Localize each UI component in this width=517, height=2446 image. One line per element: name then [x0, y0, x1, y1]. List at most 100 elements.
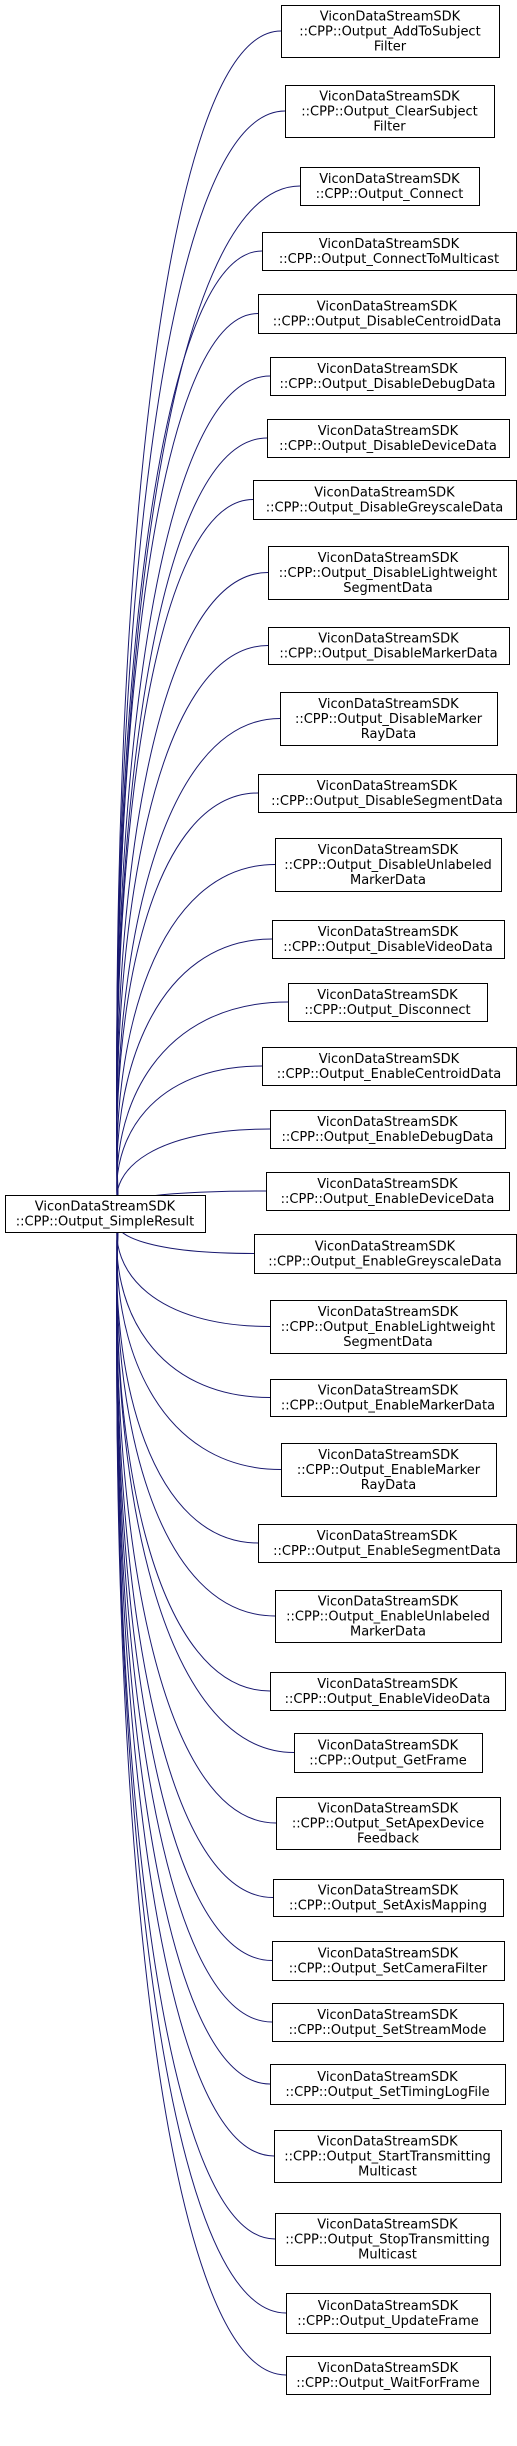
inheritance-edge-enablelightweightsegmentdata [116, 1217, 271, 1327]
inheritance-edge-disconnect [116, 1001, 289, 1210]
class-node-enablegreyscaledata[interactable]: ViconDataStreamSDK::CPP::Output_EnableGr… [254, 1234, 517, 1274]
class-node-disableunlabeledmarkerdata[interactable]: ViconDataStreamSDK::CPP::Output_DisableU… [275, 838, 502, 892]
class-box [262, 232, 517, 271]
class-node-updateframe[interactable]: ViconDataStreamSDK::CPP::Output_UpdateFr… [286, 2293, 491, 2334]
derived-class-nodes: ViconDataStreamSDK::CPP::Output_AddToSub… [253, 5, 517, 2395]
class-node-enablecentroiddata[interactable]: ViconDataStreamSDK::CPP::Output_EnableCe… [262, 1047, 517, 1086]
class-node-enabledebugdata[interactable]: ViconDataStreamSDK::CPP::Output_EnableDe… [270, 1110, 506, 1149]
class-node-settiminglogfile[interactable]: ViconDataStreamSDK::CPP::Output_SetTimin… [270, 2064, 506, 2105]
inheritance-edge-enableunlabeledmarkerdata [116, 1217, 276, 1617]
class-name-line: ::CPP::Output_StartTransmitting [284, 2150, 491, 2165]
class-name-line: ::CPP::Output_DisableLightweight [279, 566, 497, 581]
class-box [270, 1379, 507, 1417]
class-node-getframe[interactable]: ViconDataStreamSDK::CPP::Output_GetFrame [294, 1733, 483, 1773]
class-node-setaxismapping[interactable]: ViconDataStreamSDK::CPP::Output_SetAxisM… [273, 1879, 504, 1917]
class-name-line: ::CPP::Output_EnableMarkerData [281, 1399, 495, 1414]
class-node-connect[interactable]: ViconDataStreamSDK::CPP::Output_Connect [300, 167, 480, 206]
class-name-line: ViconDataStreamSDK [317, 1677, 458, 1692]
class-name-line: ::CPP::Output_EnableCentroidData [277, 1067, 502, 1082]
class-node-disablesegmentdata[interactable]: ViconDataStreamSDK::CPP::Output_DisableS… [258, 774, 517, 813]
class-node-setapexdevicefeedback[interactable]: ViconDataStreamSDK::CPP::Output_SetApexD… [276, 1797, 501, 1850]
class-node-disablecentroiddata[interactable]: ViconDataStreamSDK::CPP::Output_DisableC… [258, 294, 517, 334]
inheritance-edge-disablesegmentdata [116, 792, 259, 1210]
class-box [268, 627, 510, 665]
inheritance-edge-enabledebugdata [116, 1128, 271, 1210]
class-name-line: ViconDataStreamSDK [315, 1240, 456, 1255]
class-box [268, 546, 509, 600]
class-node-setstreammode[interactable]: ViconDataStreamSDK::CPP::Output_SetStrea… [272, 2003, 504, 2042]
class-node-addtosubjectfilter[interactable]: ViconDataStreamSDK::CPP::Output_AddToSub… [281, 5, 500, 58]
class-name-line: ViconDataStreamSDK [317, 1529, 458, 1544]
class-box [275, 1590, 502, 1643]
inheritance-edge-getframe [116, 1217, 295, 1753]
class-name-line: ::CPP::Output_DisableUnlabeled [284, 858, 492, 873]
class-node-disablelightweightsegmentdata[interactable]: ViconDataStreamSDK::CPP::Output_DisableL… [268, 546, 509, 600]
class-node-disabledevicedata[interactable]: ViconDataStreamSDK::CPP::Output_DisableD… [267, 419, 510, 458]
class-node-starttransmittingmulticast[interactable]: ViconDataStreamSDK::CPP::Output_StartTra… [274, 2130, 502, 2183]
class-name-line: ViconDataStreamSDK [319, 237, 460, 252]
class-name-line: Multicast [358, 2248, 417, 2263]
class-node-disconnect[interactable]: ViconDataStreamSDK::CPP::Output_Disconne… [288, 983, 488, 1022]
class-box [294, 1733, 483, 1773]
class-box [288, 983, 488, 1022]
class-name-line: ViconDataStreamSDK [318, 1305, 459, 1320]
class-name-line: ViconDataStreamSDK [320, 10, 461, 25]
class-box [272, 920, 505, 959]
class-name-line: ViconDataStreamSDK [314, 486, 455, 501]
class-box [254, 1234, 517, 1274]
inheritance-edge-disabledebugdata [116, 375, 271, 1210]
inheritance-edge-enablesegmentdata [116, 1217, 259, 1544]
class-node-enablemarkerdata[interactable]: ViconDataStreamSDK::CPP::Output_EnableMa… [270, 1379, 507, 1417]
base-class-node[interactable]: ViconDataStreamSDK::CPP::Output_SimpleRe… [5, 1195, 206, 1233]
class-name-line: ViconDataStreamSDK [318, 843, 459, 858]
class-node-setcamerafilter[interactable]: ViconDataStreamSDK::CPP::Output_SetCamer… [272, 1941, 505, 1981]
inheritance-edge-disablelightweightsegmentdata [116, 572, 269, 1210]
class-node-disablevideodata[interactable]: ViconDataStreamSDK::CPP::Output_DisableV… [272, 920, 505, 959]
class-node-disablegreyscaledata[interactable]: ViconDataStreamSDK::CPP::Output_DisableG… [253, 480, 517, 520]
class-name-line: ::CPP::Output_DisableSegmentData [271, 794, 503, 809]
class-box [300, 167, 480, 206]
class-box [272, 2003, 504, 2042]
class-box [270, 1110, 506, 1149]
class-node-clearsubjectfilter[interactable]: ViconDataStreamSDK::CPP::Output_ClearSub… [285, 85, 495, 138]
class-node-enablemarkerraydata[interactable]: ViconDataStreamSDK::CPP::Output_EnableMa… [281, 1443, 497, 1497]
class-name-line: RayData [361, 727, 416, 742]
class-box [270, 1300, 507, 1354]
class-name-line: ::CPP::Output_WaitForFrame [296, 2376, 479, 2391]
class-name-line: ViconDataStreamSDK [318, 424, 459, 439]
class-name-line: ::CPP::Output_DisableVideoData [283, 940, 493, 955]
class-node-disablemarkerdata[interactable]: ViconDataStreamSDK::CPP::Output_DisableM… [268, 627, 510, 665]
class-name-line: ViconDataStreamSDK [317, 2135, 458, 2150]
class-node-waitforframe[interactable]: ViconDataStreamSDK::CPP::Output_WaitForF… [286, 2356, 491, 2395]
class-box [273, 1879, 504, 1917]
class-name-line: ::CPP::Output_SetCameraFilter [289, 1962, 488, 1977]
class-box [276, 1797, 501, 1850]
class-name-line: ViconDataStreamSDK [318, 1739, 459, 1754]
inheritance-edge-enablecentroiddata [116, 1065, 263, 1210]
class-name-line: ::CPP::Output_SimpleResult [16, 1215, 195, 1230]
class-name-line: ::CPP::Output_EnableMarker [297, 1463, 481, 1478]
inheritance-edge-setstreammode [116, 1217, 273, 2023]
class-node-enableunlabeledmarkerdata[interactable]: ViconDataStreamSDK::CPP::Output_EnableUn… [275, 1590, 502, 1643]
class-name-line: ::CPP::Output_DisableGreyscaleData [266, 501, 504, 516]
class-name-line: ViconDataStreamSDK [319, 172, 460, 187]
class-node-enablesegmentdata[interactable]: ViconDataStreamSDK::CPP::Output_EnableSe… [258, 1524, 517, 1563]
class-node-stoptransmittingmulticast[interactable]: ViconDataStreamSDK::CPP::Output_StopTran… [275, 2213, 501, 2266]
class-node-simpleresult[interactable]: ViconDataStreamSDK::CPP::Output_SimpleRe… [5, 1195, 206, 1233]
class-node-connecttomulticast[interactable]: ViconDataStreamSDK::CPP::Output_ConnectT… [262, 232, 517, 271]
class-node-disabledebugdata[interactable]: ViconDataStreamSDK::CPP::Output_DisableD… [270, 357, 506, 396]
class-name-line: ::CPP::Output_SetAxisMapping [289, 1899, 487, 1914]
class-node-enabledevicedata[interactable]: ViconDataStreamSDK::CPP::Output_EnableDe… [266, 1172, 510, 1211]
class-node-enablelightweightsegmentdata[interactable]: ViconDataStreamSDK::CPP::Output_EnableLi… [270, 1300, 507, 1354]
inheritance-edge-setaxismapping [116, 1217, 274, 1898]
class-box [262, 1047, 517, 1086]
class-box [258, 294, 517, 334]
class-node-enablevideodata[interactable]: ViconDataStreamSDK::CPP::Output_EnableVi… [270, 1672, 506, 1711]
class-name-line: ViconDataStreamSDK [318, 2299, 459, 2314]
class-box [281, 1443, 497, 1497]
class-name-line: ::CPP::Output_EnableDebugData [281, 1130, 493, 1145]
class-box [258, 1524, 517, 1563]
class-box [286, 2356, 491, 2395]
class-node-disablemarkerraydata[interactable]: ViconDataStreamSDK::CPP::Output_DisableM… [280, 692, 498, 746]
